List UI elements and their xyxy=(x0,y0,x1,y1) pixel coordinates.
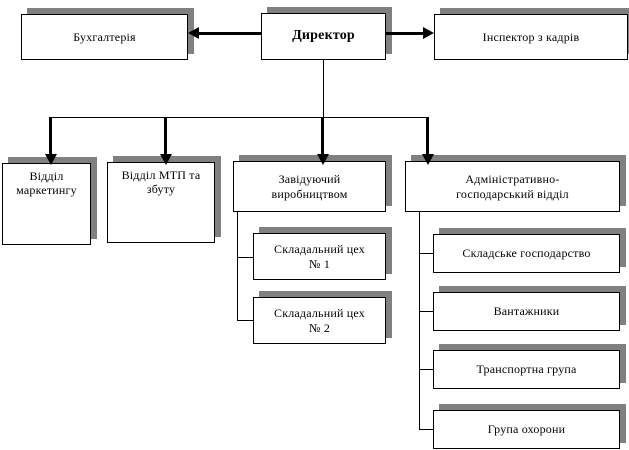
node-admin-economic-label: Адміністративно- господарський відділ xyxy=(456,172,569,201)
node-warehouse-label: Складське господарство xyxy=(462,246,591,261)
connector-director-to-accounting xyxy=(199,32,261,35)
node-transport-group-label: Транспортна група xyxy=(476,362,577,377)
arrow-left-icon-accounting xyxy=(188,27,199,39)
connector-admin-to-transport xyxy=(419,369,433,370)
connector-admin-to-loaders xyxy=(419,311,433,312)
node-loaders[interactable]: Вантажники xyxy=(433,292,620,331)
connector-admin-trunk xyxy=(419,212,420,430)
node-transport-group[interactable]: Транспортна група xyxy=(433,350,620,389)
arrow-down-icon-production xyxy=(317,154,329,165)
node-assembly-shop-1[interactable]: Складальний цех № 1 xyxy=(253,233,386,280)
node-loaders-label: Вантажники xyxy=(493,304,560,319)
connector-director-trunk xyxy=(323,60,324,117)
connector-production-to-shop1 xyxy=(237,257,253,258)
node-security-group-label: Група охорони xyxy=(487,422,566,437)
connector-admin-to-security xyxy=(419,429,433,430)
node-director-label: Директор xyxy=(292,28,355,44)
connector-production-to-shop2 xyxy=(237,320,253,321)
node-accounting[interactable]: Бухгалтерія xyxy=(21,14,188,60)
node-assembly-shop-2-label: Складальний цех № 2 xyxy=(273,306,365,335)
connector-distribution-bus xyxy=(51,117,428,118)
node-hr-inspector-label: Інспектор з кадрів xyxy=(482,29,580,44)
connector-leg-marketing xyxy=(49,117,52,158)
connector-production-trunk xyxy=(237,212,238,321)
arrow-down-icon-mtp xyxy=(160,154,172,165)
node-production-manager[interactable]: Завідуючий виробництвом xyxy=(233,161,386,212)
node-mtp-sales-label: Відділ МТП та збуту xyxy=(121,168,201,197)
node-accounting-label: Бухгалтерія xyxy=(73,29,136,44)
connector-admin-to-warehouse xyxy=(419,253,433,254)
node-mtp-sales[interactable]: Відділ МТП та збуту xyxy=(107,162,215,243)
node-director[interactable]: Директор xyxy=(261,13,386,60)
node-hr-inspector[interactable]: Інспектор з кадрів xyxy=(434,14,628,60)
node-marketing[interactable]: Відділ маркетингу xyxy=(2,163,91,245)
connector-leg-admin xyxy=(426,117,429,158)
node-security-group[interactable]: Група охорони xyxy=(433,410,620,449)
node-marketing-label: Відділ маркетингу xyxy=(16,169,77,198)
node-assembly-shop-1-label: Складальний цех № 1 xyxy=(273,242,365,271)
arrow-down-icon-marketing xyxy=(45,154,57,165)
node-admin-economic[interactable]: Адміністративно- господарський відділ xyxy=(405,161,620,212)
connector-leg-production xyxy=(321,117,324,158)
node-warehouse[interactable]: Складське господарство xyxy=(433,234,620,273)
connector-leg-mtp xyxy=(164,117,167,158)
node-production-manager-label: Завідуючий виробництвом xyxy=(271,172,348,201)
node-assembly-shop-2[interactable]: Складальний цех № 2 xyxy=(253,297,386,344)
arrow-right-icon-hr xyxy=(423,27,434,39)
arrow-down-icon-admin xyxy=(422,154,434,165)
connector-director-to-hr xyxy=(386,32,423,35)
